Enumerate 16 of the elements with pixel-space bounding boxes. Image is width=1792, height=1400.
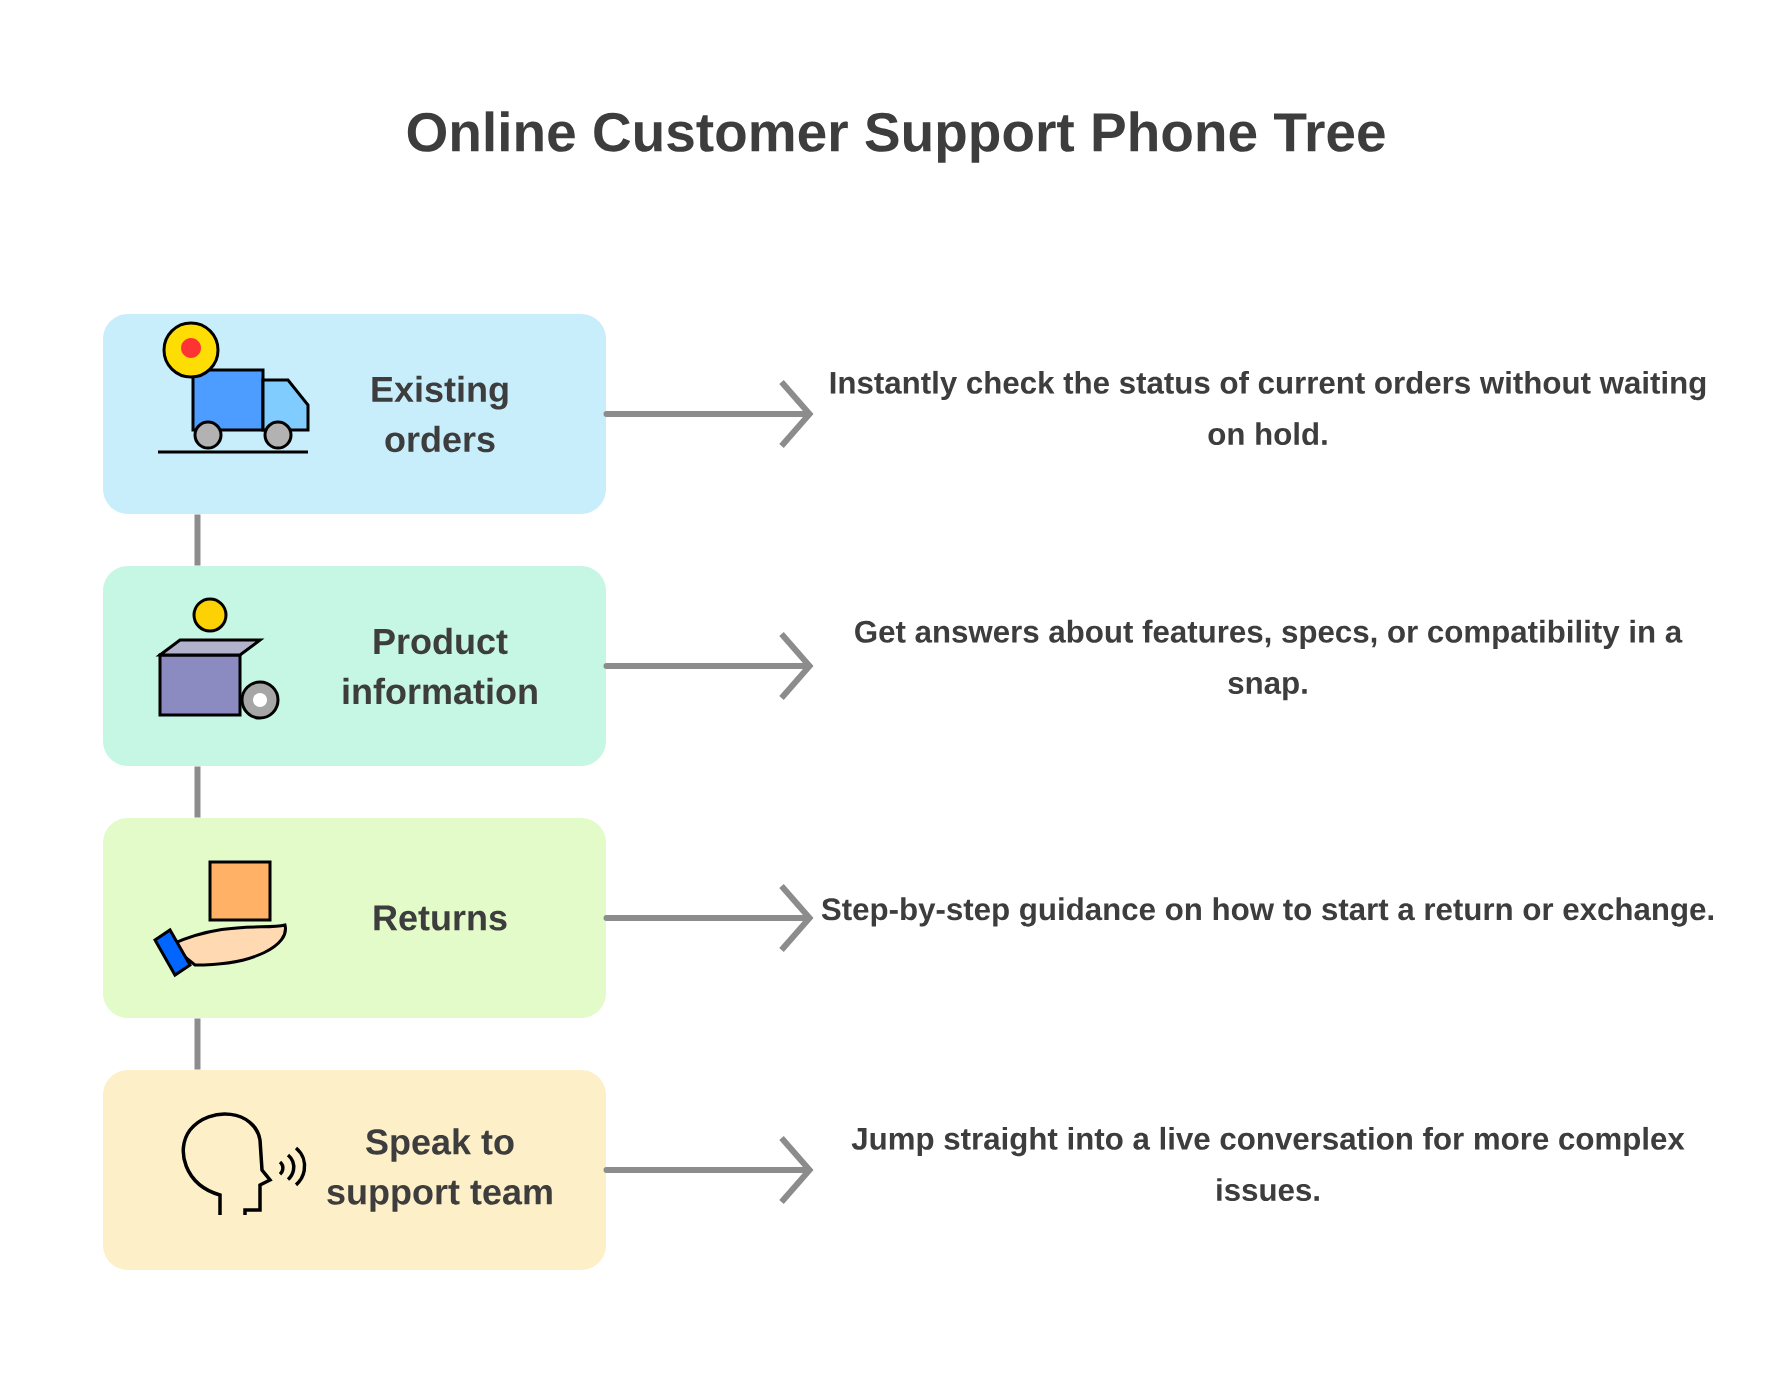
option-box: Product information [103,566,606,766]
connector-line [194,766,201,818]
option-box: Returns [103,818,606,1018]
arrow [603,884,814,952]
description-text: Instantly check the status of current orders without waiting on hold. [830,370,1706,446]
description-text: Step-by-step guidance on how to start a return or exchange. [821,897,1713,927]
connector-line [194,514,201,566]
title: Online Customer Support Phone Tree [407,111,1385,163]
connector-line [194,1018,201,1070]
arrow [603,380,814,448]
option-box: Speak to support team [103,1070,606,1270]
arrow [603,1136,814,1204]
option-box: Existing orders [103,314,606,514]
description-text: Jump straight into a live conversation for more complex issues. [851,1126,1685,1202]
description-text: Get answers about features, specs, or compatibility in a snap. [855,619,1683,701]
arrow [603,632,814,700]
